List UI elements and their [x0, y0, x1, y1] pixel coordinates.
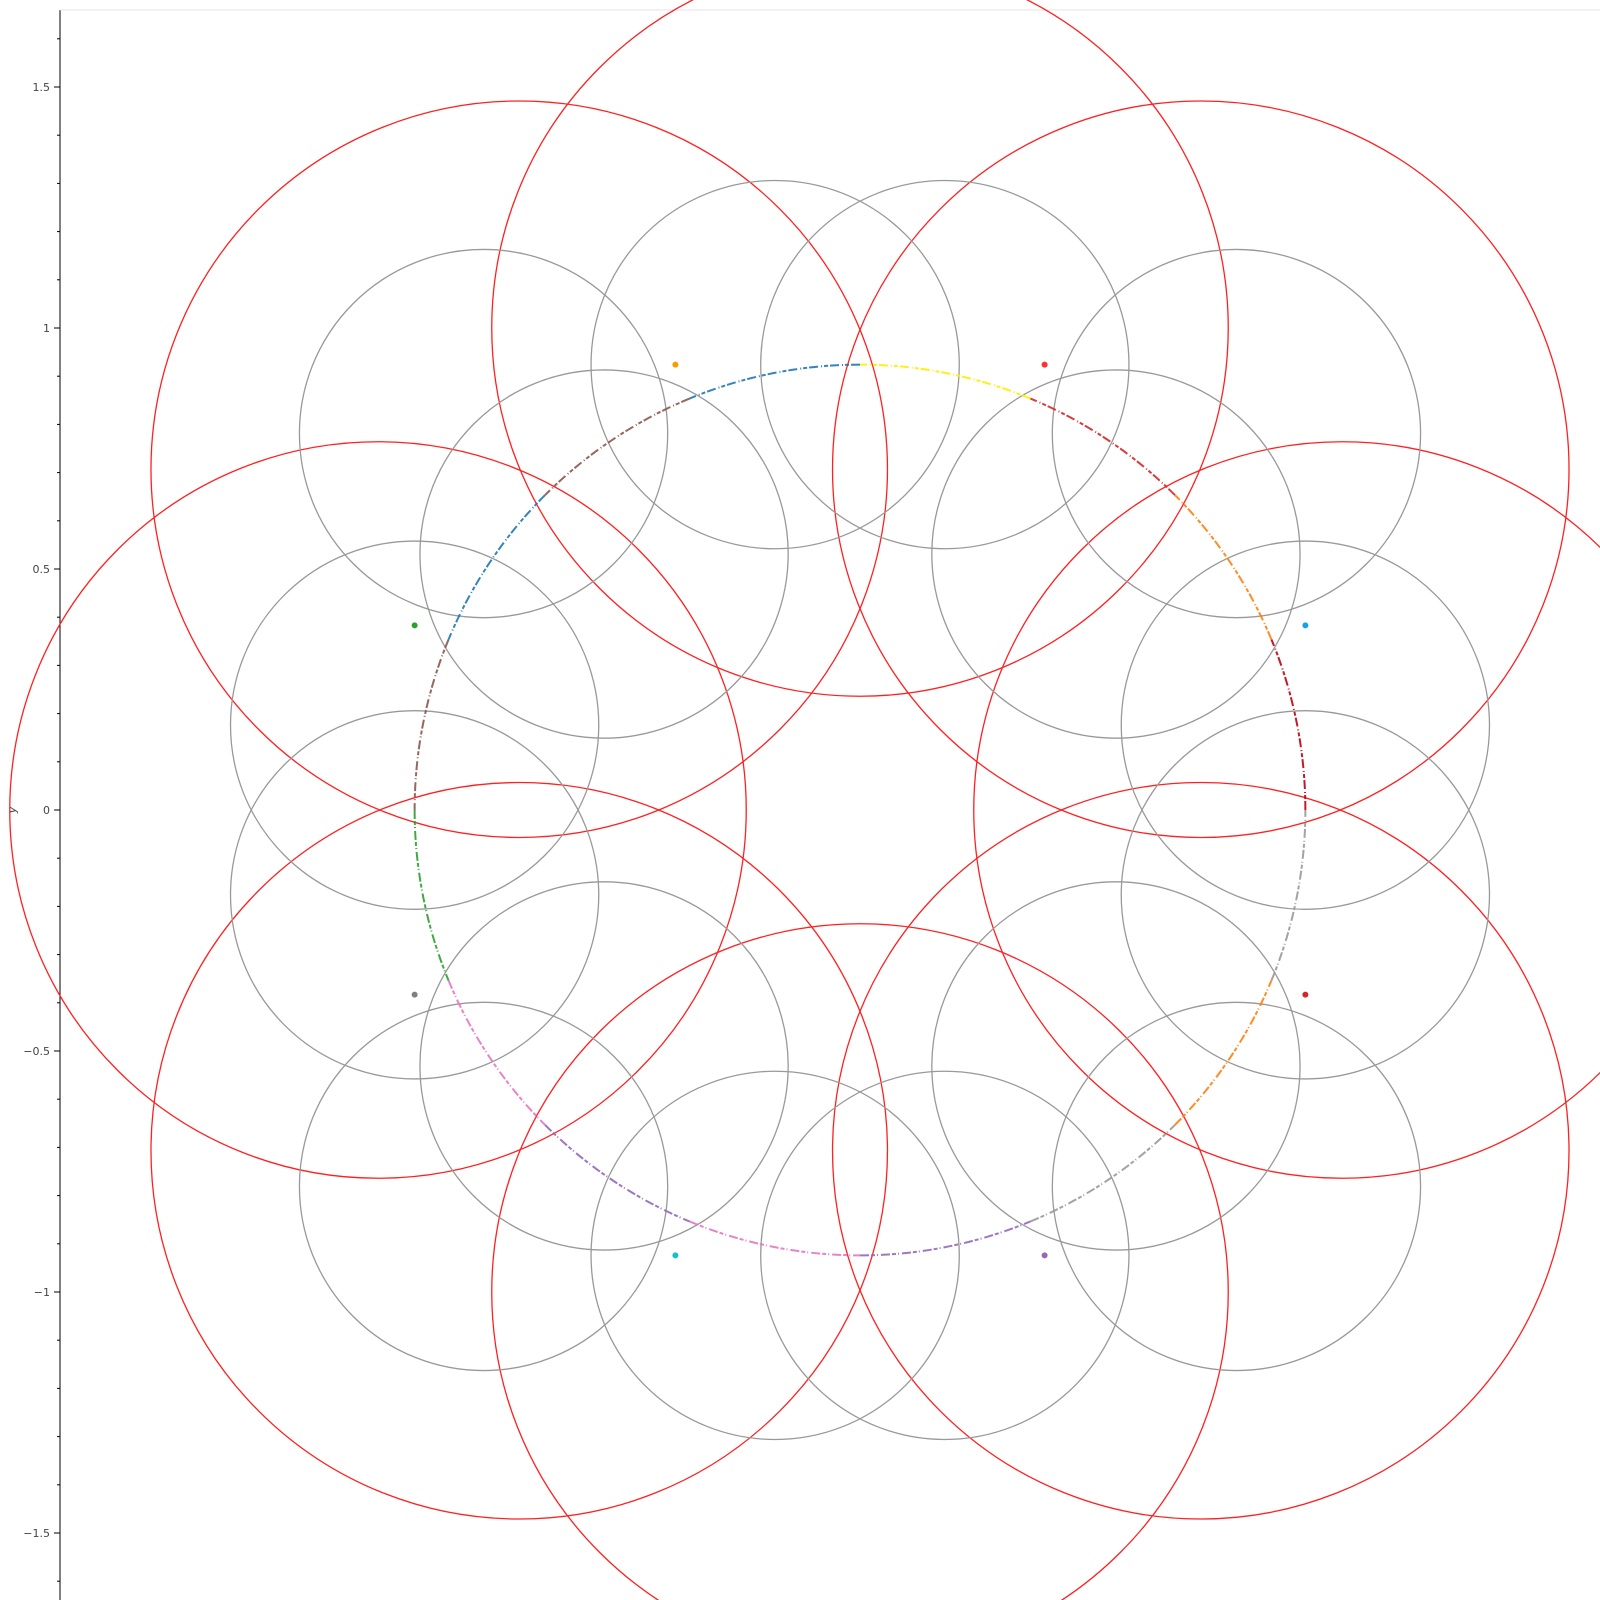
y-tick-label: 1.5 — [33, 81, 51, 94]
tangent-point — [1041, 1252, 1048, 1259]
y-tick-label: −0.5 — [23, 1045, 50, 1058]
outer-circle — [491, 923, 1229, 1600]
inner-circle — [590, 179, 960, 550]
arc-segment — [1270, 639, 1307, 811]
inner-circles — [229, 179, 1491, 1441]
inner-circle — [1120, 710, 1491, 1080]
arc-segment — [1174, 980, 1273, 1126]
outer-circle — [491, 0, 1229, 697]
tangent-point — [1041, 361, 1048, 368]
arc-segment — [544, 1124, 690, 1223]
tangent-points — [411, 361, 1309, 1259]
arc-segment — [447, 494, 546, 640]
inner-circle — [1051, 1001, 1422, 1372]
arc-segment — [1030, 397, 1176, 496]
arc-segment — [413, 809, 450, 981]
arc-segment — [544, 397, 690, 496]
outer-circle — [831, 781, 1570, 1520]
arc-segment — [689, 1220, 861, 1257]
inner-circle — [760, 179, 1130, 550]
outer-circles — [9, 0, 1600, 1600]
tangent-point — [411, 622, 418, 629]
arc-segment — [859, 1220, 1031, 1257]
tangent-point — [411, 991, 418, 998]
arc-segment — [1270, 809, 1307, 981]
outer-circle — [150, 781, 889, 1520]
inner-circle — [298, 248, 669, 619]
inner-circle — [931, 369, 1301, 739]
arc-segment — [1030, 1124, 1176, 1223]
arc-segment — [689, 363, 861, 400]
tangent-point — [1302, 622, 1309, 629]
y-axis-label: y — [6, 806, 19, 814]
y-axis: 1.5 1 0.5 0 −0.5 −1 −1.5 — [23, 9, 1600, 1600]
y-tick-label: 0 — [43, 804, 50, 817]
arc-segment — [447, 980, 546, 1126]
inner-circle — [298, 1001, 669, 1372]
y-tick-label: 0.5 — [33, 563, 51, 576]
outer-circle — [973, 441, 1600, 1179]
y-tick-label: −1 — [34, 1286, 50, 1299]
y-tick-label: 1 — [43, 322, 50, 335]
arc-segment — [859, 363, 1031, 400]
colored-arc-series — [413, 363, 1307, 1257]
inner-circle — [1120, 540, 1491, 910]
outer-circle — [9, 441, 747, 1179]
tangent-point — [672, 361, 679, 368]
inner-circle — [760, 1070, 1130, 1441]
inner-circle — [419, 881, 789, 1251]
inner-circle — [229, 540, 600, 910]
outer-circle — [831, 100, 1570, 839]
inner-circle — [229, 710, 600, 1080]
inner-circle — [419, 369, 789, 739]
tangent-point — [1302, 991, 1309, 998]
inner-circle — [1051, 248, 1422, 619]
y-tick-label: −1.5 — [23, 1527, 50, 1540]
arc-segment — [413, 639, 450, 811]
outer-circle — [150, 100, 889, 839]
arc-segment — [1174, 494, 1273, 640]
inner-circle — [590, 1070, 960, 1441]
inner-circle — [931, 881, 1301, 1251]
tangent-point — [672, 1252, 679, 1259]
